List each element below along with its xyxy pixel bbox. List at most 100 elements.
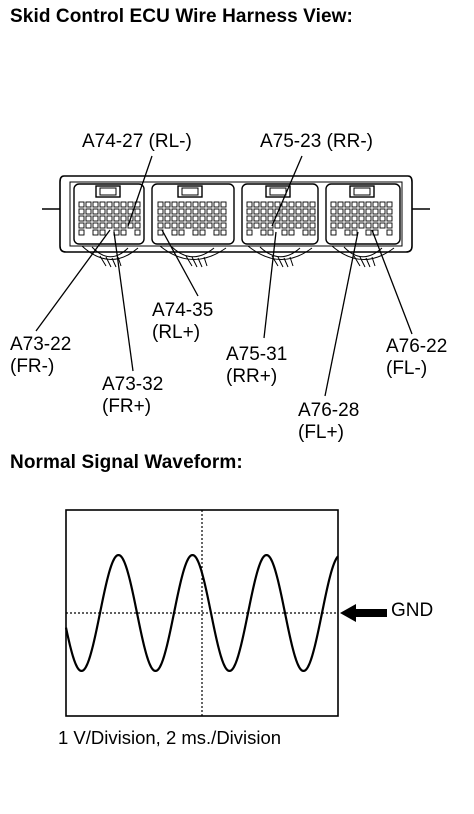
terminal-pin	[295, 222, 302, 229]
terminal-pin	[386, 215, 393, 222]
label-a73-32-signal: (FR+)	[102, 396, 152, 417]
terminal-pin	[288, 208, 295, 215]
terminal-pin	[337, 208, 344, 215]
label-a76-22-terminal: A76-22	[386, 336, 448, 357]
terminal-pin	[246, 215, 253, 222]
terminal-pin	[106, 201, 113, 208]
terminal-pin	[274, 222, 281, 229]
harness-title: Skid Control ECU Wire Harness View:	[10, 6, 353, 27]
terminal-pin	[99, 201, 106, 208]
label-a76-22: A76-22 (FL-)	[386, 336, 447, 380]
terminal-pin	[330, 201, 337, 208]
terminal-pin	[295, 215, 302, 222]
terminal-pin	[330, 215, 337, 222]
terminal-pin	[220, 201, 227, 208]
waveform-title: Normal Signal Waveform:	[10, 452, 243, 473]
terminal-pin	[344, 229, 351, 236]
leader-lines	[35, 155, 413, 397]
terminal-pin	[260, 215, 267, 222]
terminal-pin	[372, 201, 379, 208]
terminal-pin	[134, 208, 141, 215]
terminal-pin	[127, 215, 134, 222]
scale-caption: 1 V/Division, 2 ms./Division	[58, 727, 282, 748]
terminal-pin	[302, 208, 309, 215]
terminal-pin	[106, 208, 113, 215]
terminal-pin	[220, 208, 227, 215]
terminal-pin	[78, 222, 85, 229]
terminal-pin	[351, 229, 358, 236]
terminal-pin	[253, 208, 260, 215]
terminal-pin	[192, 215, 199, 222]
terminal-pin	[337, 222, 344, 229]
terminal-pin	[106, 215, 113, 222]
terminal-pin	[372, 222, 379, 229]
terminal-pin	[120, 208, 127, 215]
terminal-pin	[351, 208, 358, 215]
connector-a76	[325, 183, 401, 245]
terminal-pin	[164, 222, 171, 229]
terminal-pin	[157, 208, 164, 215]
terminal-pin	[92, 229, 99, 236]
terminal-pin	[85, 222, 92, 229]
terminal-pin	[386, 208, 393, 215]
leader-a76-28	[324, 231, 359, 397]
terminal-pin	[213, 222, 220, 229]
label-a75-31-signal: (RR+)	[226, 366, 278, 387]
terminal-pin	[85, 208, 92, 215]
leader-a74-35	[161, 229, 199, 297]
terminal-pin	[330, 208, 337, 215]
terminal-pin	[120, 215, 127, 222]
terminal-pin	[379, 201, 386, 208]
terminal-pin	[358, 222, 365, 229]
connector-a73	[73, 183, 145, 245]
terminal-pin	[344, 215, 351, 222]
terminal-pin	[164, 215, 171, 222]
leader-a75-31	[263, 231, 277, 339]
terminal-pin	[157, 201, 164, 208]
terminal-pin	[127, 201, 134, 208]
terminal-pin	[134, 215, 141, 222]
terminal-pin	[157, 222, 164, 229]
terminal-pin	[344, 201, 351, 208]
terminal-pin	[358, 201, 365, 208]
ground-arrow-icon	[340, 604, 387, 622]
terminal-pin	[281, 215, 288, 222]
terminal-pin	[134, 229, 141, 236]
terminal-pin	[164, 208, 171, 215]
label-a73-32: A73-32 (FR+)	[102, 374, 163, 418]
terminal-pin	[330, 222, 337, 229]
label-a74-35-terminal: A74-35	[152, 300, 214, 321]
terminal-pin	[253, 201, 260, 208]
terminal-pin	[164, 201, 171, 208]
terminal-pin	[288, 229, 295, 236]
terminal-pin	[120, 222, 127, 229]
label-a73-32-terminal: A73-32	[102, 374, 164, 395]
terminal-pin	[78, 215, 85, 222]
label-a73-22-terminal: A73-22	[10, 334, 72, 355]
connector-a74	[151, 183, 235, 245]
terminal-pin	[365, 229, 372, 236]
terminal-pin	[365, 201, 372, 208]
terminal-pin	[365, 215, 372, 222]
terminal-pin	[351, 222, 358, 229]
terminal-pin	[178, 229, 185, 236]
terminal-pin	[386, 222, 393, 229]
terminal-pin	[178, 208, 185, 215]
label-a75-23: A75-23 (RR-)	[260, 131, 373, 152]
terminal-pin	[213, 215, 220, 222]
terminal-pin	[281, 208, 288, 215]
terminal-pin	[199, 208, 206, 215]
terminal-pin	[260, 229, 267, 236]
label-a76-22-signal: (FL-)	[386, 358, 428, 379]
terminal-pin	[351, 201, 358, 208]
terminal-pin	[372, 215, 379, 222]
terminal-pin	[213, 229, 220, 236]
terminal-pin	[199, 215, 206, 222]
terminal-pin	[372, 208, 379, 215]
leader-a74-27	[127, 155, 153, 227]
terminal-pin	[309, 208, 316, 215]
terminal-pins	[78, 201, 393, 236]
label-a73-22-signal: (FR-)	[10, 356, 55, 377]
terminal-pin	[288, 222, 295, 229]
